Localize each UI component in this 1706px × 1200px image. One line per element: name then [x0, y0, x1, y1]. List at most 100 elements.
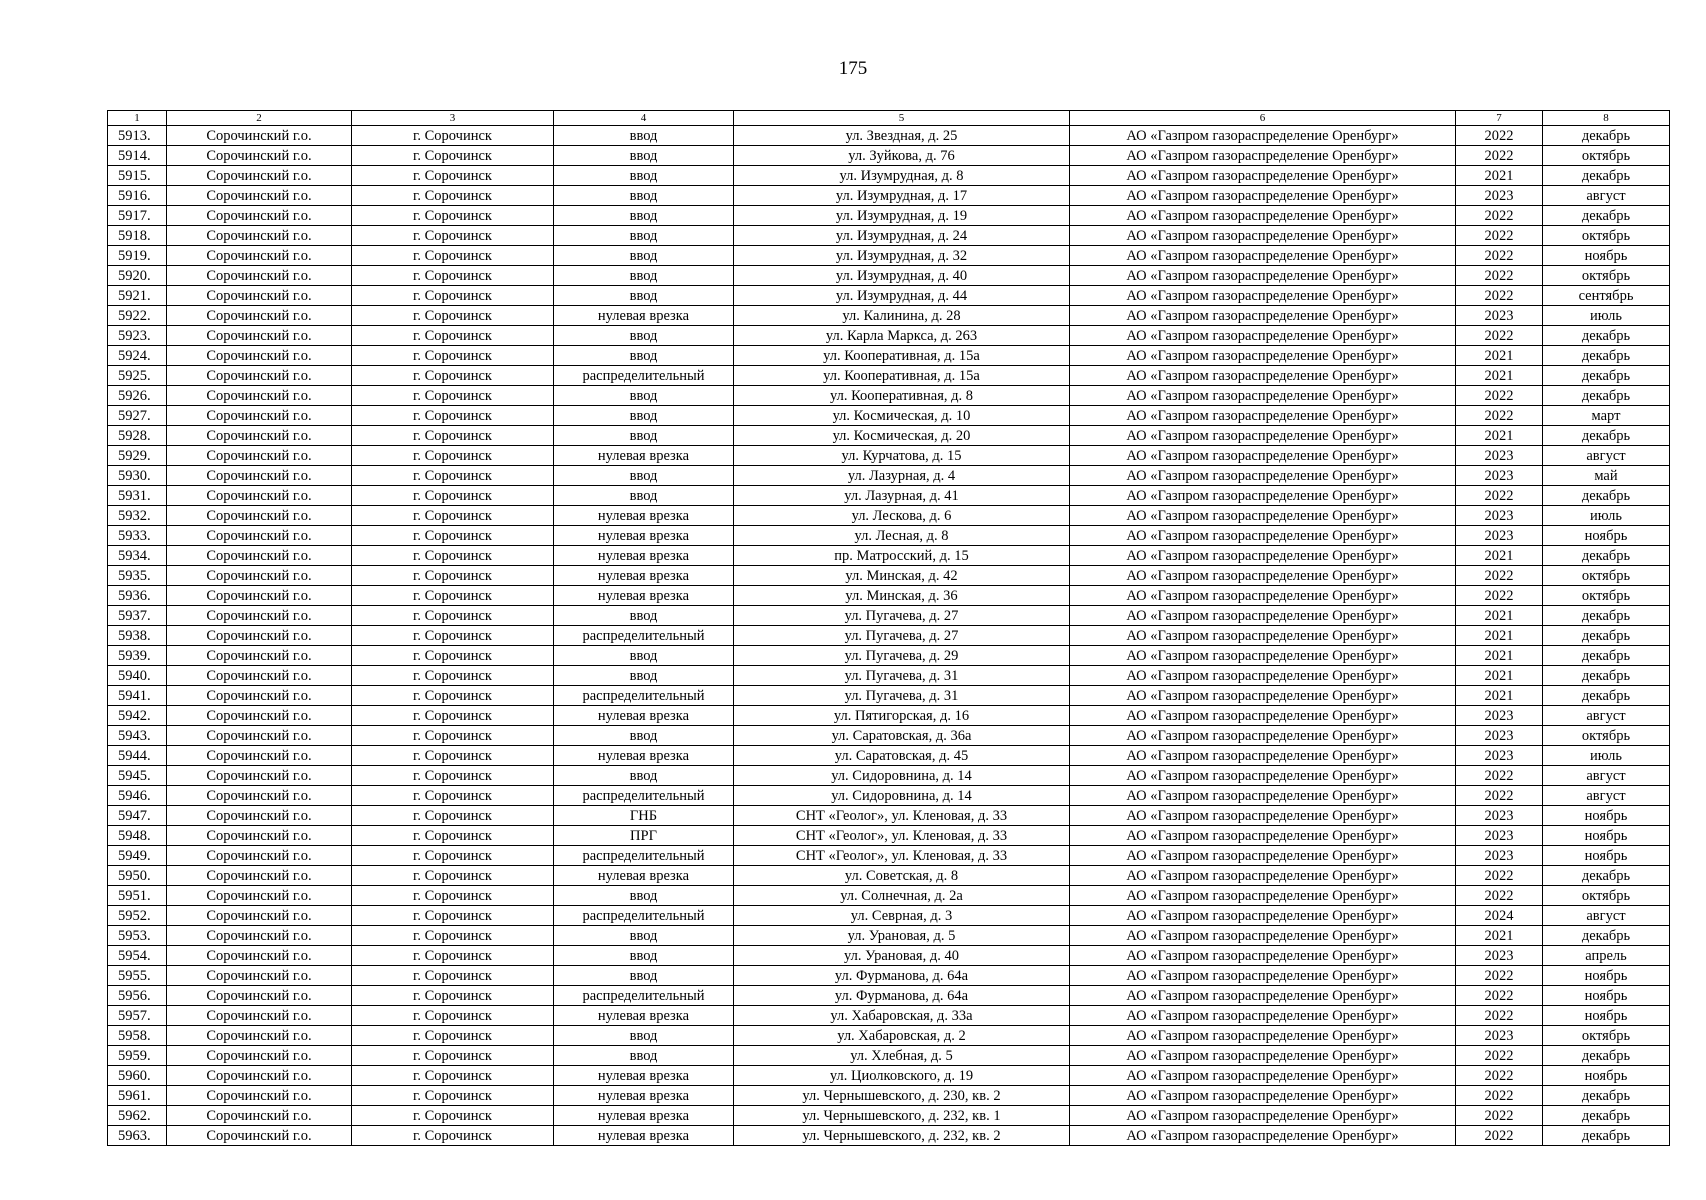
address-cell: ул. Лескова, д. 6 [733, 505, 1070, 526]
work-type-cell: нулевая врезка [553, 1005, 734, 1026]
address-cell: ул. Солнечная, д. 2а [733, 885, 1070, 906]
year-cell: 2022 [1455, 765, 1543, 786]
organization-cell: АО «Газпром газораспределение Оренбург» [1069, 705, 1456, 726]
month-cell: апрель [1542, 945, 1670, 966]
district-cell: Сорочинский г.о. [166, 525, 352, 546]
district-cell: Сорочинский г.о. [166, 345, 352, 366]
year-cell: 2022 [1455, 1125, 1543, 1146]
work-type-cell: ПРГ [553, 825, 734, 846]
work-type-cell: нулевая врезка [553, 525, 734, 546]
settlement-cell: г. Сорочинск [351, 525, 554, 546]
row-number-cell: 5954. [107, 945, 167, 966]
district-cell: Сорочинский г.о. [166, 185, 352, 206]
organization-cell: АО «Газпром газораспределение Оренбург» [1069, 425, 1456, 446]
district-cell: Сорочинский г.о. [166, 1045, 352, 1066]
month-cell: ноябрь [1542, 1005, 1670, 1026]
row-number-cell: 5939. [107, 645, 167, 666]
organization-cell: АО «Газпром газораспределение Оренбург» [1069, 785, 1456, 806]
work-type-cell: ввод [553, 885, 734, 906]
month-cell: октябрь [1542, 585, 1670, 606]
year-cell: 2022 [1455, 585, 1543, 606]
month-cell: декабрь [1542, 365, 1670, 386]
work-type-cell: распределительный [553, 365, 734, 386]
settlement-cell: г. Сорочинск [351, 545, 554, 566]
settlement-cell: г. Сорочинск [351, 205, 554, 226]
settlement-cell: г. Сорочинск [351, 1065, 554, 1086]
settlement-cell: г. Сорочинск [351, 305, 554, 326]
organization-cell: АО «Газпром газораспределение Оренбург» [1069, 525, 1456, 546]
address-cell: ул. Изумрудная, д. 8 [733, 165, 1070, 186]
work-type-cell: нулевая врезка [553, 445, 734, 466]
settlement-cell: г. Сорочинск [351, 1125, 554, 1146]
month-cell: октябрь [1542, 725, 1670, 746]
settlement-cell: г. Сорочинск [351, 785, 554, 806]
organization-cell: АО «Газпром газораспределение Оренбург» [1069, 585, 1456, 606]
organization-cell: АО «Газпром газораспределение Оренбург» [1069, 905, 1456, 926]
year-cell: 2022 [1455, 985, 1543, 1006]
district-cell: Сорочинский г.о. [166, 545, 352, 566]
organization-cell: АО «Газпром газораспределение Оренбург» [1069, 945, 1456, 966]
district-cell: Сорочинский г.о. [166, 245, 352, 266]
work-type-cell: ввод [553, 205, 734, 226]
work-type-cell: распределительный [553, 845, 734, 866]
organization-cell: АО «Газпром газораспределение Оренбург» [1069, 485, 1456, 506]
year-cell: 2021 [1455, 685, 1543, 706]
row-number-cell: 5932. [107, 505, 167, 526]
settlement-cell: г. Сорочинск [351, 1105, 554, 1126]
row-number-cell: 5919. [107, 245, 167, 266]
row-number-cell: 5928. [107, 425, 167, 446]
work-type-cell: распределительный [553, 785, 734, 806]
year-cell: 2021 [1455, 425, 1543, 446]
address-cell: ул. Изумрудная, д. 44 [733, 285, 1070, 306]
row-number-cell: 5921. [107, 285, 167, 306]
address-cell: ул. Чернышевского, д. 232, кв. 1 [733, 1105, 1070, 1126]
row-number-cell: 5917. [107, 205, 167, 226]
settlement-cell: г. Сорочинск [351, 765, 554, 786]
row-number-cell: 5963. [107, 1125, 167, 1146]
district-cell: Сорочинский г.о. [166, 485, 352, 506]
month-cell: июль [1542, 505, 1670, 526]
settlement-cell: г. Сорочинск [351, 925, 554, 946]
row-number-cell: 5922. [107, 305, 167, 326]
organization-cell: АО «Газпром газораспределение Оренбург» [1069, 445, 1456, 466]
settlement-cell: г. Сорочинск [351, 365, 554, 386]
address-cell: ул. Саратовская, д. 36а [733, 725, 1070, 746]
month-cell: октябрь [1542, 565, 1670, 586]
year-cell: 2023 [1455, 945, 1543, 966]
organization-cell: АО «Газпром газораспределение Оренбург» [1069, 545, 1456, 566]
work-type-cell: ввод [553, 665, 734, 686]
address-cell: ул. Карла Маркса, д. 263 [733, 325, 1070, 346]
district-cell: Сорочинский г.о. [166, 205, 352, 226]
organization-cell: АО «Газпром газораспределение Оренбург» [1069, 745, 1456, 766]
row-number-cell: 5956. [107, 985, 167, 1006]
settlement-cell: г. Сорочинск [351, 705, 554, 726]
column-header: 4 [553, 110, 734, 126]
address-cell: ул. Кооперативная, д. 8 [733, 385, 1070, 406]
district-cell: Сорочинский г.о. [166, 1025, 352, 1046]
month-cell: ноябрь [1542, 825, 1670, 846]
year-cell: 2023 [1455, 465, 1543, 486]
row-number-cell: 5929. [107, 445, 167, 466]
month-cell: декабрь [1542, 205, 1670, 226]
year-cell: 2023 [1455, 305, 1543, 326]
row-number-cell: 5916. [107, 185, 167, 206]
row-number-cell: 5944. [107, 745, 167, 766]
address-cell: ул. Минская, д. 42 [733, 565, 1070, 586]
year-cell: 2023 [1455, 825, 1543, 846]
settlement-cell: г. Сорочинск [351, 645, 554, 666]
month-cell: декабрь [1542, 325, 1670, 346]
settlement-cell: г. Сорочинск [351, 625, 554, 646]
